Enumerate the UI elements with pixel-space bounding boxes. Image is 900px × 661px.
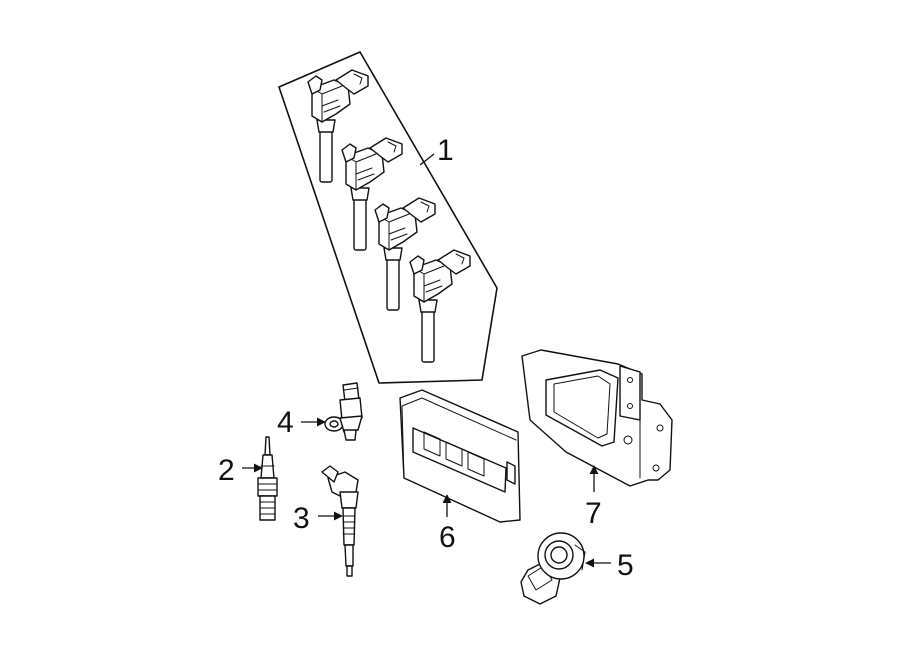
engine-control-module bbox=[399, 389, 521, 523]
callout-7: 7 bbox=[585, 497, 602, 530]
position-sensor bbox=[324, 382, 363, 441]
knock-sensor bbox=[520, 532, 586, 605]
callout-4: 4 bbox=[277, 406, 294, 439]
ignition-coil-single bbox=[321, 465, 359, 577]
callout-5: 5 bbox=[617, 549, 634, 582]
spark-plug bbox=[257, 436, 278, 521]
leader-1 bbox=[419, 153, 435, 166]
callout-6: 6 bbox=[439, 521, 456, 554]
kit-outline bbox=[278, 51, 498, 384]
callout-3: 3 bbox=[293, 502, 310, 535]
callout-2: 2 bbox=[218, 454, 235, 487]
ignition-coil-set bbox=[278, 51, 498, 384]
callout-1: 1 bbox=[437, 134, 454, 167]
mounting-bracket bbox=[521, 349, 673, 487]
ignition-coil bbox=[409, 249, 471, 363]
